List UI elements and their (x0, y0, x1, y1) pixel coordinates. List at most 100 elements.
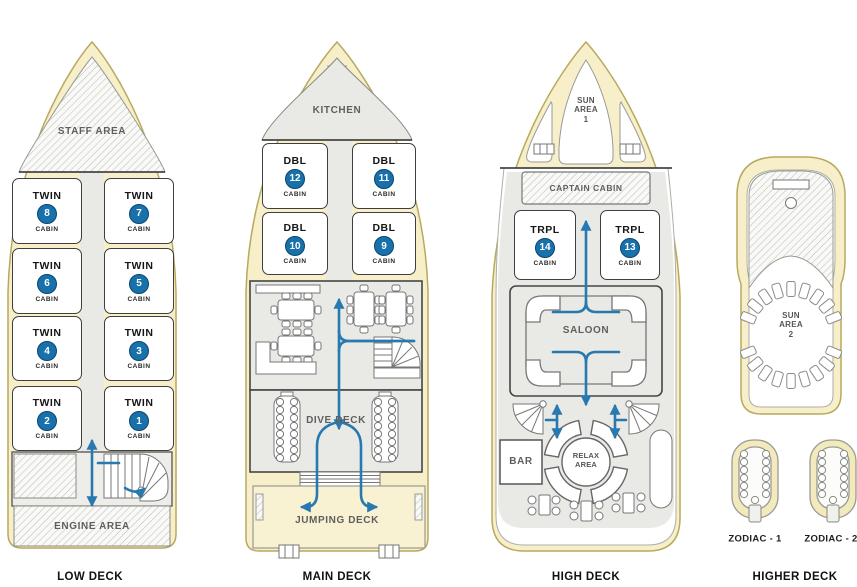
cabin-number-badge: 12 (285, 168, 305, 189)
bench (649, 429, 673, 509)
cabin-sub-label: CABIN (283, 190, 307, 198)
cabin-twin-3: TWIN 3 CABIN (104, 316, 174, 381)
cabin-twin-4: TWIN 4 CABIN (12, 316, 82, 381)
cabin-number-badge: 14 (535, 237, 555, 258)
cabin-twin-7: TWIN 7 CABIN (104, 178, 174, 244)
cabin-twin-2: TWIN 2 CABIN (12, 386, 82, 451)
relax-area-line: RELAX (572, 451, 600, 461)
cabin-type: TWIN (32, 327, 62, 339)
cabin-sub-label: CABIN (127, 225, 151, 233)
dining-table (277, 335, 315, 357)
main-corridor (326, 141, 352, 284)
cabin-type: DBL (283, 222, 307, 234)
steps-icon (299, 471, 381, 487)
staff-area-label: STAFF AREA (57, 126, 127, 138)
zodiac-1-label: ZODIAC - 1 (728, 533, 782, 545)
cabin-number-badge: 10 (285, 236, 305, 256)
kitchen-zone (261, 57, 413, 141)
cabin-dbl-9: DBL 9 CABIN (352, 212, 416, 275)
relax-area-line: AREA (574, 460, 598, 469)
ladder-icon (278, 544, 300, 559)
low-corridor (80, 173, 104, 453)
sun-area-2-line: AREA (779, 320, 803, 330)
engine-area-label: ENGINE AREA (54, 521, 130, 533)
storage-zone (13, 453, 77, 499)
jumping-deck-zone (252, 485, 426, 549)
cabin-twin-1: TWIN 1 CABIN (104, 386, 174, 451)
cabin-sub-label: CABIN (127, 433, 151, 440)
cabin-number-badge: 8 (37, 203, 57, 224)
sun-area-2-line: 2 (788, 329, 794, 339)
cabin-sub-label: CABIN (35, 363, 59, 370)
higher-deck-label: HIGHER DECK (752, 571, 838, 584)
staircase-icon (103, 453, 169, 502)
main-deck-label: MAIN DECK (302, 571, 372, 584)
low-deck-label: LOW DECK (57, 571, 123, 584)
cabin-sub-label: CABIN (533, 259, 557, 267)
cabin-type: TWIN (124, 397, 154, 409)
cabin-number-badge: 11 (374, 168, 394, 189)
cabin-number-badge: 4 (37, 341, 57, 361)
cabin-type: DBL (372, 222, 396, 234)
dining-table (385, 291, 407, 327)
high-deck-label: HIGH DECK (551, 571, 621, 584)
bar-zone (499, 439, 543, 485)
dive-tank-rack (371, 391, 399, 463)
sun-area-1-label: SUN AREA 1 (574, 96, 598, 124)
cabin-number-badge: 13 (620, 237, 640, 258)
dining-table (277, 299, 315, 321)
cabin-type: TRPL (615, 223, 645, 236)
cabin-twin-8: TWIN 8 CABIN (12, 178, 82, 244)
cabin-type: DBL (372, 154, 396, 167)
dining-table (353, 291, 375, 327)
cabin-dbl-11: DBL 11 CABIN (352, 143, 416, 209)
cabin-number-badge: 2 (37, 411, 57, 431)
higher-deck-graphic (731, 156, 857, 523)
ship-wheel-icon (785, 197, 797, 209)
cabin-type: TWIN (124, 189, 154, 202)
circulation-arrows-high (544, 219, 628, 440)
steps-icon (619, 143, 641, 155)
circulation-arrows-low (86, 438, 146, 508)
zodiac-boat (731, 439, 779, 523)
spiral-stairs-icon (512, 400, 547, 435)
main-deck-graphic (245, 40, 429, 559)
kitchen-label: KITCHEN (312, 105, 362, 117)
cabin-sub-label: CABIN (372, 258, 396, 265)
cabin-sub-label: CABIN (283, 258, 307, 265)
jumping-deck-label: JUMPING DECK (295, 515, 379, 527)
bar-label: BAR (509, 456, 533, 468)
dive-tank-rack (273, 391, 301, 463)
cabin-type: DBL (283, 154, 307, 167)
sun-area-2-line: SUN (782, 310, 800, 320)
cabin-trpl-14: TRPL 14 CABIN (514, 210, 576, 280)
captain-cabin-zone (521, 171, 651, 205)
zodiac-boat (809, 439, 857, 523)
cabin-number-badge: 7 (129, 203, 149, 224)
cabin-type: TWIN (32, 189, 62, 202)
staircase-icon (373, 336, 421, 368)
engine-area-zone (13, 505, 171, 547)
cabin-type: TWIN (32, 397, 62, 409)
cabin-type: TRPL (530, 223, 560, 236)
cabin-number-badge: 9 (374, 236, 394, 256)
cabin-type: TWIN (32, 259, 62, 272)
cabin-sub-label: CABIN (372, 190, 396, 198)
sun-area-1-zone (558, 59, 614, 165)
staff-area-zone (18, 56, 166, 173)
cabin-number-badge: 6 (37, 273, 57, 294)
sun-area-1-line: AREA (574, 105, 598, 115)
cabin-sub-label: CABIN (35, 433, 59, 440)
cabin-type: TWIN (124, 259, 154, 272)
cabin-number-badge: 1 (129, 411, 149, 431)
cabin-sub-label: CABIN (35, 225, 59, 233)
sun-area-1-line: 1 (583, 114, 589, 124)
cafe-tables (527, 492, 646, 522)
cabin-twin-6: TWIN 6 CABIN (12, 248, 82, 314)
sun-area-1-line: SUN (577, 95, 595, 105)
cabin-dbl-10: DBL 10 CABIN (262, 212, 328, 275)
zodiac-2-label: ZODIAC - 2 (804, 533, 857, 545)
steps-icon (533, 143, 555, 155)
cabin-twin-5: TWIN 5 CABIN (104, 248, 174, 314)
